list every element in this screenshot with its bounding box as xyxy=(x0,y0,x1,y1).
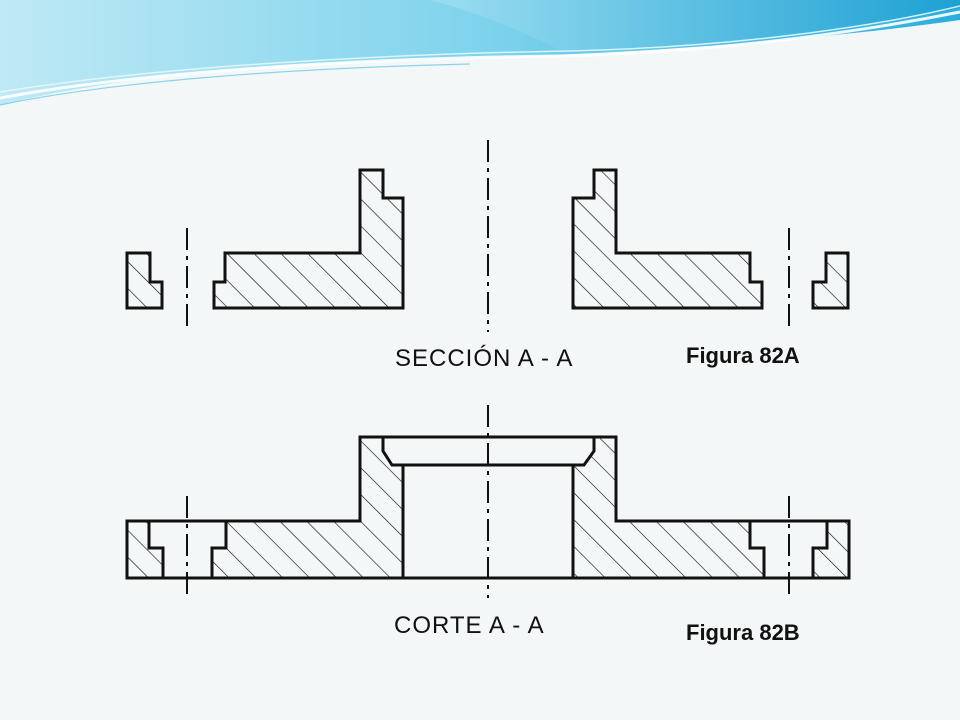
figure-82b-caption: Figura 82B xyxy=(686,620,800,645)
figure-82a-center-lines xyxy=(186,140,790,332)
section-a-right-main-piece xyxy=(571,168,764,310)
section-a-left-main-piece xyxy=(212,168,405,310)
section-a-title: SECCIÓN A - A xyxy=(395,345,574,372)
figure-82a-caption: Figura 82A xyxy=(686,343,800,368)
section-b-title: CORTE A - A xyxy=(394,612,545,639)
header-banner xyxy=(0,0,960,106)
section-a-right-small-piece xyxy=(811,251,850,310)
figure-82a-drawing xyxy=(125,168,850,310)
figure-82b-center-lines xyxy=(186,405,790,600)
section-a-left-small-piece xyxy=(125,251,164,310)
